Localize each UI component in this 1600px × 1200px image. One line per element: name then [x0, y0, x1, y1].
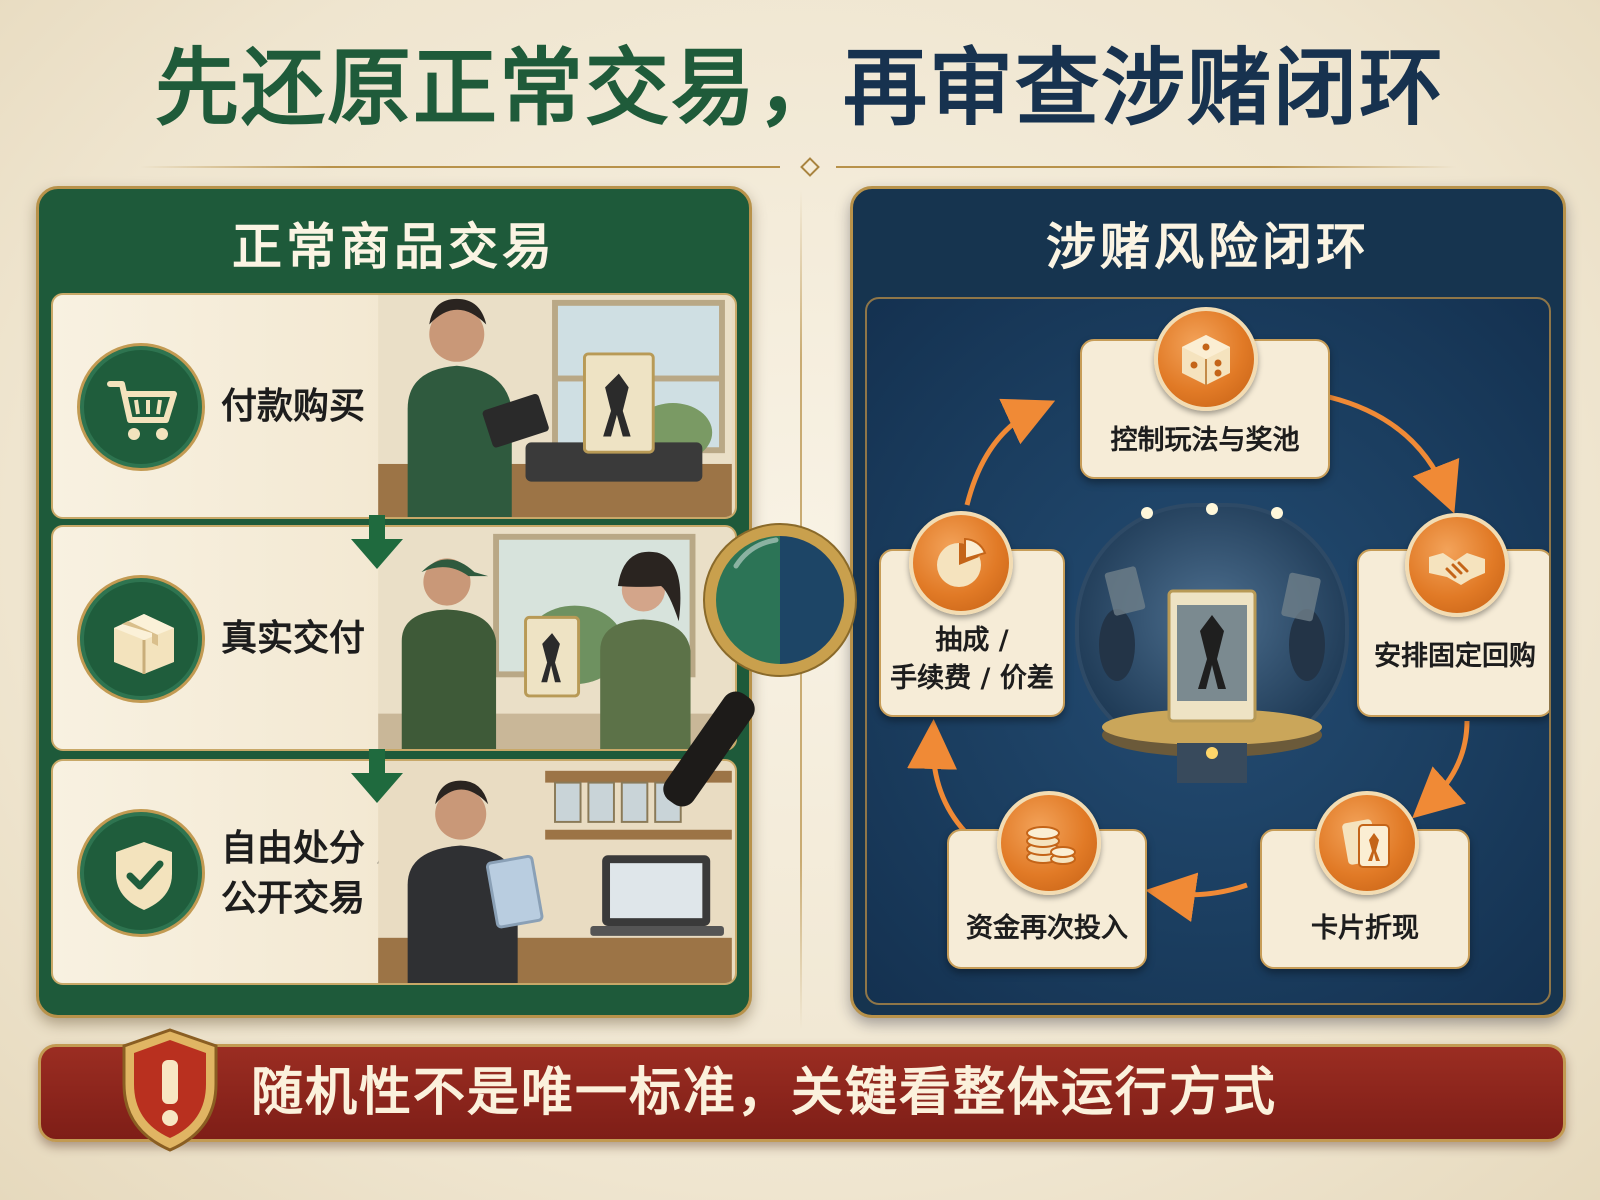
normal-trade-panel-title: 正常商品交易 — [232, 218, 556, 276]
node-label-commission-line1: 抽成 / — [935, 625, 1009, 656]
shopping-cart-icon — [77, 343, 205, 471]
gambling-risk-panel-title: 涉赌风险闭环 — [1046, 218, 1370, 276]
step-label-delivery: 真实交付 — [221, 618, 366, 659]
step-label-payment: 付款购买 — [221, 386, 366, 427]
down-arrow-icon — [351, 749, 403, 803]
pie-chart-icon — [909, 511, 1013, 615]
node-label-control-gameplay: 控制玩法与奖池 — [1110, 425, 1300, 456]
step-card-free-disposal: 自由处分 / 公开交易 — [51, 759, 737, 985]
title-rule-left — [140, 166, 780, 168]
risk-loop-area: 控制玩法与奖池 安排固定回购 卡片折现 — [865, 297, 1551, 1005]
warning-shield-icon — [122, 1028, 218, 1152]
step-label-free-disposal-line2: 公开交易 — [221, 878, 366, 919]
package-box-icon — [77, 575, 205, 703]
normal-trade-panel: 正常商品交易 付款购买 — [36, 186, 752, 1018]
node-label-commission-line2: 手续费 / 价差 — [890, 663, 1054, 694]
conclusion-banner: 随机性不是唯一标准，关键看整体运行方式 — [38, 1044, 1566, 1142]
card-pack-display-stage — [1075, 503, 1349, 783]
node-label-fixed-buyback: 安排固定回购 — [1374, 641, 1536, 672]
handshake-icon — [1405, 513, 1509, 617]
node-card-cashout: 卡片折现 — [1260, 791, 1470, 969]
node-label-card-cashout: 卡片折现 — [1311, 913, 1419, 944]
node-fixed-buyback: 安排固定回购 — [1357, 513, 1549, 717]
dice-icon — [1154, 307, 1258, 411]
shield-check-icon — [77, 809, 205, 937]
down-arrow-icon — [351, 515, 403, 569]
step-card-payment: 付款购买 — [51, 293, 737, 519]
node-commission-fees: 抽成 / 手续费 / 价差 — [879, 511, 1065, 717]
magnifier-glass-icon — [663, 523, 857, 807]
node-label-reinvest-funds: 资金再次投入 — [966, 913, 1128, 944]
node-control-gameplay: 控制玩法与奖池 — [1080, 307, 1330, 479]
main-title: 先还原正常交易，再审查涉赌闭环 — [0, 28, 1600, 148]
title-rule-right — [836, 166, 1456, 168]
main-title-right: 再审查涉赌闭环 — [843, 39, 1446, 137]
step-card-delivery: 真实交付 — [51, 525, 737, 751]
card-exchange-icon — [1315, 791, 1419, 895]
conclusion-banner-text: 随机性不是唯一标准，关键看整体运行方式 — [251, 1063, 1278, 1123]
step-label-free-disposal-line1: 自由处分 / — [221, 828, 391, 869]
node-reinvest-funds: 资金再次投入 — [947, 791, 1147, 969]
main-title-left: 先还原正常交易， — [154, 39, 843, 137]
title-diamond-ornament — [800, 157, 820, 177]
coin-stack-icon — [997, 791, 1101, 895]
gambling-risk-panel: 涉赌风险闭环 — [850, 186, 1566, 1018]
scene-card-handover — [378, 527, 732, 749]
scene-buyer-paying — [378, 295, 732, 517]
